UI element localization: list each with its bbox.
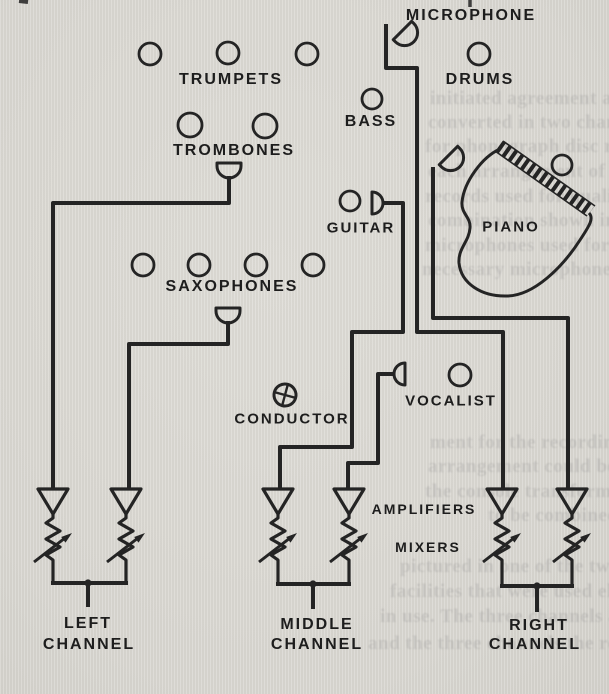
- mixer-arrowhead: [580, 533, 591, 543]
- middle-channel-bus: [276, 580, 351, 609]
- musician-circle-saxophones: [243, 252, 269, 278]
- ghost-text-line: microphones used for radio and televisio…: [425, 235, 609, 256]
- guitar-microphone-icon: [370, 190, 385, 216]
- wire-saxophones-to-left-amp2: [127, 321, 230, 489]
- mixer-resistor-icon: [117, 514, 135, 584]
- mixer-arrow: [329, 536, 362, 564]
- middle-channel-amplifier-1: [258, 487, 297, 584]
- wire-guitar-to-middle-amp1: [278, 201, 405, 489]
- musician-circle-trumpets: [294, 41, 320, 67]
- musician-circle-saxophones: [186, 252, 212, 278]
- ghost-text-line: combination shown in Fig. 8-20. A fur: [428, 210, 609, 231]
- amplifier-triangle-icon: [36, 487, 70, 516]
- mixer-resistor-icon: [44, 514, 62, 584]
- amplifier-triangle-icon: [109, 487, 143, 516]
- ghost-text-line: ment for the recording of a small orches…: [430, 432, 609, 453]
- piano-lid-hatched-band: [495, 140, 595, 217]
- ghost-text-line: arrangement could be shown in Fig. 8-21.…: [428, 456, 609, 477]
- bus-junction-dot: [533, 582, 541, 590]
- mixer-resistor-icon: [269, 514, 287, 584]
- musician-circle-trombones: [251, 112, 279, 140]
- main-microphone-icon: [391, 19, 420, 48]
- musician-circle-bass: [360, 87, 384, 111]
- musician-circle-guitar: [338, 189, 362, 213]
- wire-vocalist-to-middle-amp2: [346, 372, 395, 489]
- middle-channel-amplifier-2: [329, 487, 368, 584]
- amplifier-triangle-icon: [555, 487, 589, 516]
- conductor-symbol-icon: [272, 382, 298, 408]
- mixer-resistor-icon: [493, 514, 511, 584]
- saxophones-microphone-icon: [214, 306, 242, 325]
- musician-circle-trumpets: [215, 40, 241, 66]
- ghost-text-line: each arrangement of the equipment for: [428, 161, 609, 182]
- mixer-arrow: [33, 536, 66, 564]
- ghost-text-line: initiated agreement a meeting for tape m…: [430, 88, 609, 109]
- ghost-text-line: and the three channels the recorded th: [368, 633, 609, 654]
- mixer-resistor-icon: [563, 514, 581, 584]
- right-channel-bus: [500, 582, 574, 612]
- musician-circle-saxophones: [130, 252, 156, 278]
- vocalist-microphone-icon: [392, 361, 407, 387]
- grand-piano-shape: [457, 140, 596, 298]
- mixer-arrow: [106, 536, 139, 564]
- musician-circle-saxophones: [300, 252, 326, 278]
- trombones-microphone-icon: [215, 161, 243, 180]
- mixer-resistor-icon: [340, 514, 358, 584]
- piano-lid-edge: [494, 150, 588, 217]
- musician-circle-piano: [550, 153, 574, 177]
- wire-piano-to-right-amp2: [431, 167, 570, 489]
- piano-body-outline: [457, 147, 593, 298]
- musician-circle-trumpets: [137, 41, 163, 67]
- ghost-text-line: converted in two channels of prerecorded: [428, 112, 609, 133]
- ghost-text-line: in use. The three channels are delivered…: [380, 606, 609, 627]
- wire-main-mic-to-right-amp1: [384, 24, 505, 489]
- piano-microphone-icon: [437, 144, 466, 173]
- musician-circle-drums: [466, 41, 492, 67]
- amplifier-triangle-icon: [332, 487, 366, 516]
- mixer-arrow: [258, 536, 291, 564]
- bus-junction-dot: [309, 580, 317, 588]
- ghost-text-line: for phonograph disc records as described…: [425, 136, 609, 157]
- left-channel-amplifier-2: [106, 487, 145, 584]
- amplifier-triangle-icon: [485, 487, 519, 516]
- musician-circle-trombones: [176, 111, 204, 139]
- mixer-arrowhead: [61, 533, 72, 543]
- mixer-arrow: [552, 536, 585, 564]
- mixer-arrowhead: [510, 533, 521, 543]
- ghost-text-line: pictured in one of the two channels, the…: [400, 556, 609, 577]
- wire-trombones-to-left-amp1: [51, 176, 231, 489]
- piano-lid-edge: [502, 140, 596, 207]
- left-channel-amplifier-1: [33, 487, 72, 584]
- right-channel-amplifier-2: [552, 487, 591, 584]
- amplifier-triangle-icon: [261, 487, 295, 516]
- mixer-arrowhead: [286, 533, 297, 543]
- musician-circle-vocalist: [447, 362, 473, 388]
- left-channel-bus: [51, 579, 128, 607]
- mixer-arrow: [482, 536, 515, 564]
- mixer-arrowhead: [134, 533, 145, 543]
- bus-junction-dot: [84, 579, 92, 587]
- page-smudge-top-left: [18, 0, 29, 4]
- right-channel-amplifier-1: [482, 487, 521, 584]
- mixer-arrowhead: [357, 533, 368, 543]
